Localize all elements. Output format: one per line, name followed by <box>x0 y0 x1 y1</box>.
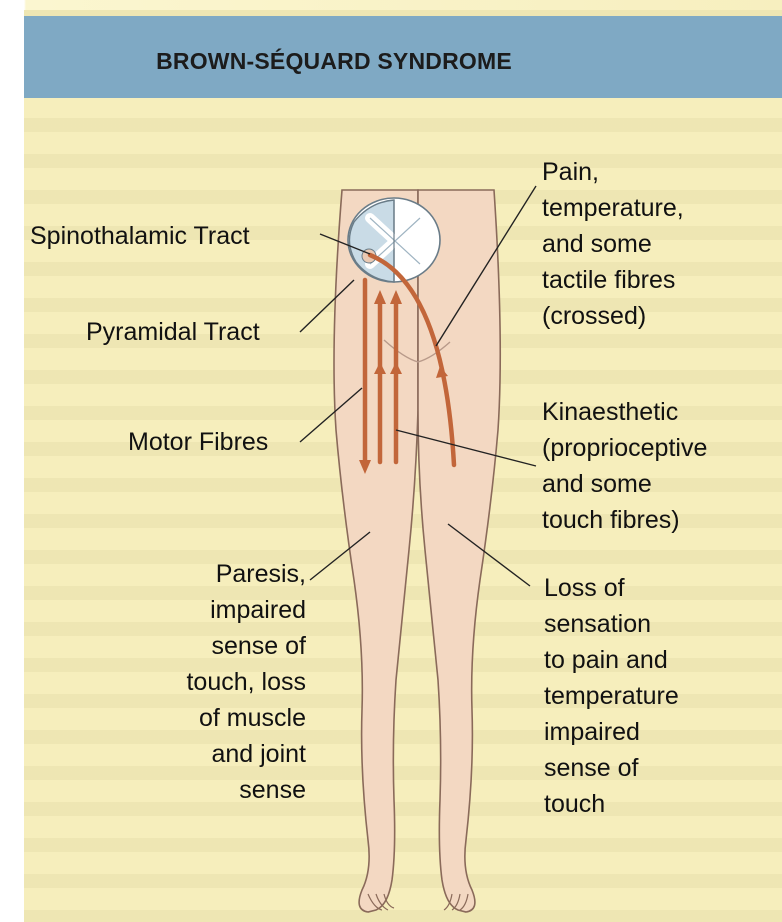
paresis-line-6: and joint <box>130 736 306 772</box>
kin-line-2: (proprioceptive <box>542 430 707 466</box>
label-pyramidal-tract: Pyramidal Tract <box>86 314 260 350</box>
label-motor-fibres: Motor Fibres <box>128 424 268 460</box>
loss-line-4: temperature <box>544 678 679 714</box>
label-pain-temperature: Pain, temperature, and some tactile fibr… <box>542 154 684 334</box>
paresis-line-1: Paresis, <box>130 556 306 592</box>
loss-line-3: to pain and <box>544 642 679 678</box>
label-paresis: Paresis, impaired sense of touch, loss o… <box>130 556 306 808</box>
label-loss-of-sensation: Loss of sensation to pain and temperatur… <box>544 570 679 822</box>
paresis-line-3: sense of <box>130 628 306 664</box>
loss-line-2: sensation <box>544 606 679 642</box>
kin-line-4: touch fibres) <box>542 502 707 538</box>
pain-line-2: temperature, <box>542 190 684 226</box>
loss-line-6: sense of <box>544 750 679 786</box>
paresis-line-7: sense <box>130 772 306 808</box>
right-leg <box>418 190 500 912</box>
label-kinaesthetic: Kinaesthetic (proprioceptive and some to… <box>542 394 707 538</box>
pain-line-4: tactile fibres <box>542 262 684 298</box>
pain-line-1: Pain, <box>542 154 684 190</box>
kin-line-3: and some <box>542 466 707 502</box>
loss-line-5: impaired <box>544 714 679 750</box>
label-spinothalamic-tract: Spinothalamic Tract <box>30 218 250 254</box>
paresis-line-2: impaired <box>130 592 306 628</box>
kin-line-1: Kinaesthetic <box>542 394 707 430</box>
loss-line-1: Loss of <box>544 570 679 606</box>
figure-panel: BROWN-SÉQUARD SYNDROME <box>24 10 782 922</box>
pain-line-3: and some <box>542 226 684 262</box>
paresis-line-5: of muscle <box>130 700 306 736</box>
pain-line-5: (crossed) <box>542 298 684 334</box>
loss-line-7: touch <box>544 786 679 822</box>
paresis-line-4: touch, loss <box>130 664 306 700</box>
